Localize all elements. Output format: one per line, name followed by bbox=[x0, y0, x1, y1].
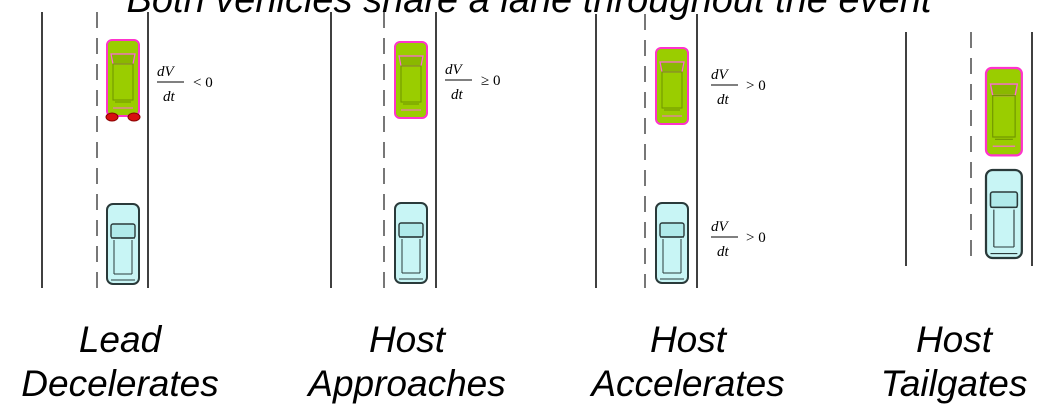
svg-text:dt: dt bbox=[451, 87, 464, 103]
brake-light-right bbox=[127, 112, 141, 122]
lead-acceleration-equation: dV dt > 0 bbox=[711, 67, 766, 108]
caption-line-2: Accelerates bbox=[591, 363, 785, 404]
host-car-icon bbox=[106, 203, 140, 285]
scenario-caption: Host Approaches bbox=[287, 318, 527, 406]
lead-car-icon bbox=[655, 47, 689, 125]
scenario-lead-decelerates: dV dt < 0 bbox=[41, 12, 213, 288]
scenario-host-tailgates bbox=[905, 32, 1033, 266]
caption-line-2: Tailgates bbox=[880, 363, 1028, 404]
host-car-icon bbox=[394, 202, 428, 284]
scenario-caption: Host Tailgates bbox=[850, 318, 1058, 406]
svg-text:dt: dt bbox=[163, 89, 176, 105]
svg-text:dt: dt bbox=[717, 244, 730, 260]
svg-text:dV: dV bbox=[157, 64, 176, 80]
scenario-host-approaches: dV dt ≥ 0 bbox=[330, 12, 500, 288]
svg-text:> 0: > 0 bbox=[746, 230, 766, 246]
lead-acceleration-equation: dV dt < 0 bbox=[157, 64, 213, 105]
host-car-icon bbox=[655, 202, 689, 284]
svg-text:dV: dV bbox=[445, 62, 464, 78]
host-acceleration-equation: dV dt > 0 bbox=[711, 219, 766, 260]
lead-car-icon bbox=[394, 41, 428, 119]
caption-line-1: Host bbox=[915, 319, 993, 360]
lead-car-icon bbox=[984, 66, 1023, 157]
svg-text:dt: dt bbox=[717, 92, 730, 108]
scenario-caption: Host Accelerates bbox=[568, 318, 808, 406]
caption-line-1: Host bbox=[368, 319, 446, 360]
caption-line-2: Approaches bbox=[308, 363, 506, 404]
diagram-title: Both vehicles share a lane throughout th… bbox=[126, 0, 932, 21]
host-car-icon bbox=[984, 168, 1023, 260]
caption-line-1: Host bbox=[649, 319, 727, 360]
svg-text:> 0: > 0 bbox=[746, 78, 766, 94]
caption-line-2: Decelerates bbox=[21, 363, 219, 404]
brake-light-left bbox=[105, 112, 119, 122]
scenario-caption: Lead Decelerates bbox=[0, 318, 240, 406]
lead-car-icon bbox=[106, 39, 140, 117]
svg-text:≥ 0: ≥ 0 bbox=[481, 73, 500, 89]
lane-scenes: dV dt < 0 dV dt ≥ 0 dV dt > 0 bbox=[41, 12, 1033, 288]
scenario-host-accelerates: dV dt > 0 dV dt > 0 bbox=[595, 14, 766, 288]
lead-acceleration-equation: dV dt ≥ 0 bbox=[445, 62, 500, 103]
svg-text:dV: dV bbox=[711, 67, 730, 83]
caption-line-1: Lead bbox=[78, 319, 162, 360]
svg-text:dV: dV bbox=[711, 219, 730, 235]
svg-text:< 0: < 0 bbox=[193, 75, 213, 91]
